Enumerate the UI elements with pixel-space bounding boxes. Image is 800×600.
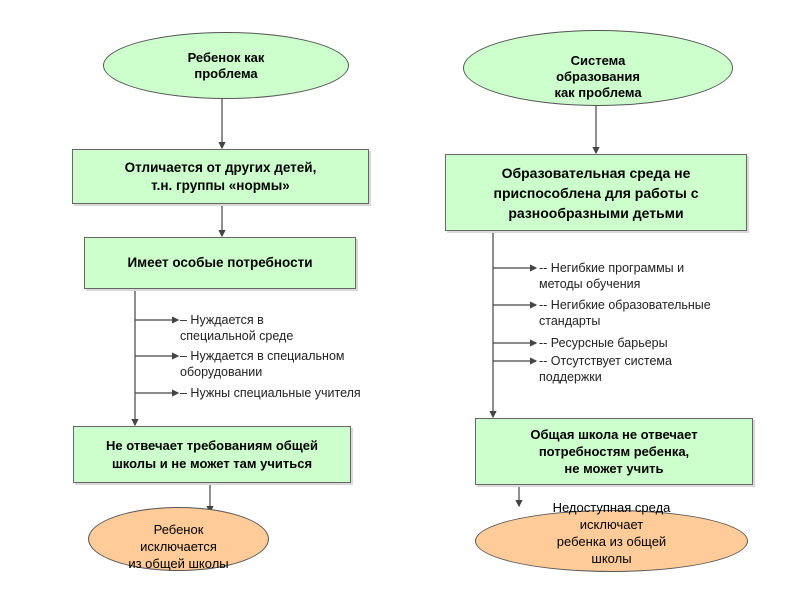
left-start-label: Ребенок как проблема	[187, 49, 265, 81]
right-start-label: Система образования как проблема	[554, 53, 642, 100]
right-result-oval: Недоступная среда исключает ребенка из о…	[475, 500, 748, 572]
left-result-oval: Ребенок исключается из общей школы	[88, 507, 269, 571]
right-barrier-1: -- Негибкие программы и методы обучения	[539, 261, 685, 291]
left-step2-label: Имеет особые потребности	[127, 255, 313, 270]
right-step1-box: Образовательная среда не приспособлена д…	[445, 154, 747, 231]
right-result-label: Недоступная среда исключает ребенка из о…	[552, 500, 671, 566]
right-step3-label: Общая школа не отвечает потребностям реб…	[530, 427, 698, 476]
left-step1-box: Отличается от других детей, т.н. группы …	[72, 149, 369, 204]
right-barrier-3: -- Ресурсные барьеры	[539, 336, 668, 350]
left-start-oval: Ребенок как проблема	[103, 32, 349, 99]
right-start-oval: Система образования как проблема	[463, 30, 733, 106]
right-barrier-4: -- Отсутствует система поддержки	[539, 354, 672, 384]
left-need-2: – Нуждается в специальном оборудовании	[180, 349, 345, 379]
left-step2-box: Имеет особые потребности	[84, 237, 356, 289]
right-step3-box: Общая школа не отвечает потребностям реб…	[475, 418, 753, 485]
left-step3-box: Не отвечает требованиям общей школы и не…	[73, 426, 351, 483]
right-step1-label: Образовательная среда не приспособлена д…	[493, 164, 699, 221]
right-barrier-2: -- Негибкие образовательные стандарты	[539, 298, 711, 328]
left-need-3: – Нужны специальные учителя	[180, 386, 361, 400]
left-result-label: Ребенок исключается из общей школы	[128, 522, 229, 571]
left-step1-label: Отличается от других детей, т.н. группы …	[124, 159, 317, 193]
left-need-1: – Нуждается в специальной среде	[180, 313, 294, 343]
left-step3-label: Не отвечает требованиям общей школы и не…	[106, 437, 318, 471]
